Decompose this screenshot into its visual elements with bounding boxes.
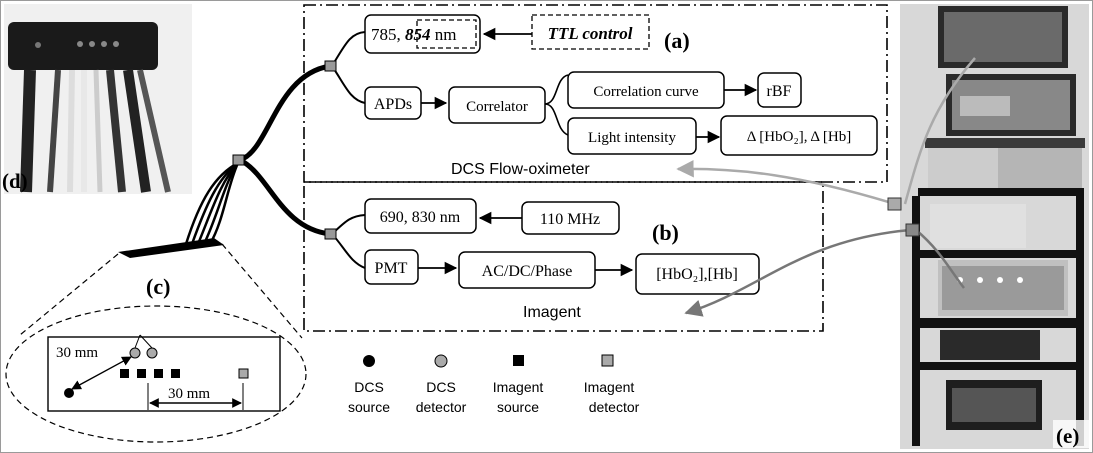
legend-dcs-detector-line1: DCS bbox=[426, 379, 456, 395]
imagent-system-box bbox=[303, 181, 824, 332]
probe-imagent-source-2 bbox=[137, 369, 146, 378]
rack-to-dcs-arrow bbox=[676, 159, 896, 206]
probe-imagent-source-3 bbox=[154, 369, 163, 378]
apds-label: APDs bbox=[374, 96, 412, 113]
rbf-box bbox=[757, 72, 802, 108]
imagent-title: Imagent bbox=[523, 304, 581, 321]
panel-label-d: (d) bbox=[2, 169, 28, 193]
probe-dcs-detector-1 bbox=[129, 347, 141, 359]
probe-zoom-ellipse bbox=[5, 305, 307, 443]
legend-dcs-source-symbol bbox=[363, 355, 375, 367]
rack-port-upper bbox=[887, 197, 902, 211]
photo-probe-connector bbox=[4, 4, 192, 194]
zoom-line-left bbox=[19, 253, 119, 336]
panel-label-e-bg bbox=[1053, 420, 1089, 448]
dcs-wavelength-label: 785, 854 nm bbox=[371, 25, 456, 44]
probe-imagent-source-4 bbox=[171, 369, 180, 378]
legend-dcs-detector-symbol bbox=[434, 354, 448, 368]
rf-frequency-label: 110 MHz bbox=[540, 211, 600, 228]
probe-imagent-detector bbox=[238, 368, 249, 379]
legend-dcs-source-line2: source bbox=[348, 399, 390, 415]
legend-imagent-detector-symbol bbox=[601, 354, 614, 367]
light-intensity-box bbox=[567, 117, 697, 155]
wavelength-dashed-highlight bbox=[416, 19, 477, 49]
panel-label-c: (c) bbox=[146, 274, 170, 299]
correlator-branch-top bbox=[544, 74, 569, 105]
delta-hb-box bbox=[720, 115, 878, 156]
rack-port-lower bbox=[905, 223, 920, 237]
acdc-phase-label: AC/DC/Phase bbox=[482, 263, 573, 280]
correlation-curve-label: Correlation curve bbox=[593, 84, 699, 100]
legend-imagent-detector-line2: detector bbox=[589, 399, 640, 415]
dcs-distance-label: 30 mm bbox=[56, 345, 98, 361]
correlator-branch-bottom bbox=[544, 103, 569, 136]
dcs-detector-leader-2 bbox=[139, 334, 153, 349]
panel-label-e: (e) bbox=[1056, 424, 1079, 448]
rbf-label: rBF bbox=[767, 83, 792, 100]
correlator-label: Correlator bbox=[466, 99, 528, 115]
imagent-wavelength-label: 690, 830 nm bbox=[380, 209, 461, 226]
dcs-distance-arrow bbox=[71, 356, 132, 390]
photo-instrument-rack bbox=[900, 4, 1089, 449]
dcs-detector-leader-1 bbox=[134, 334, 141, 349]
imagent-distance-label: 30 mm bbox=[168, 386, 210, 402]
pmt-label: PMT bbox=[375, 260, 408, 277]
fiber-bundle bbox=[184, 31, 366, 269]
delta-hb-label: Δ [HbO₂], Δ [Hb] bbox=[747, 129, 852, 145]
ttl-control-box bbox=[531, 14, 650, 50]
bundle-splitter bbox=[232, 154, 245, 166]
dcs-title: DCS Flow-oximeter bbox=[451, 161, 590, 178]
zoom-line-right bbox=[221, 243, 303, 339]
rack-link-top bbox=[903, 57, 976, 205]
ttl-control-label: TTL control bbox=[548, 24, 633, 43]
probe-dcs-source bbox=[64, 388, 74, 398]
dcs-laser-box bbox=[364, 14, 481, 54]
rack-link-bottom bbox=[915, 229, 965, 289]
legend-imagent-source-line2: source bbox=[497, 399, 539, 415]
probe-dcs-detector-2 bbox=[146, 347, 158, 359]
pmt-box bbox=[364, 249, 419, 285]
panel-label-a: (a) bbox=[664, 28, 690, 53]
probe-pad bbox=[118, 238, 224, 258]
probe-imagent-source-1 bbox=[120, 369, 129, 378]
legend-dcs-source-line1: DCS bbox=[354, 379, 384, 395]
imagent-laser-box bbox=[364, 198, 477, 234]
rack-to-imagent-arrow bbox=[684, 228, 911, 317]
dcs-splitter bbox=[324, 60, 337, 72]
hb-output-box bbox=[635, 253, 760, 295]
legend: DCS source DCS detector Imagent source I… bbox=[348, 354, 640, 415]
imagent-splitter bbox=[324, 228, 337, 240]
legend-dcs-detector-line2: detector bbox=[416, 399, 467, 415]
correlator-box bbox=[448, 86, 546, 124]
legend-imagent-source-symbol bbox=[513, 355, 524, 366]
panel-label-b: (b) bbox=[652, 220, 679, 245]
light-intensity-label: Light intensity bbox=[588, 130, 676, 146]
legend-imagent-source-line1: Imagent bbox=[493, 379, 544, 395]
legend-imagent-detector-line1: Imagent bbox=[584, 379, 635, 395]
hb-output-label: [HbO₂],[Hb] bbox=[656, 266, 738, 283]
